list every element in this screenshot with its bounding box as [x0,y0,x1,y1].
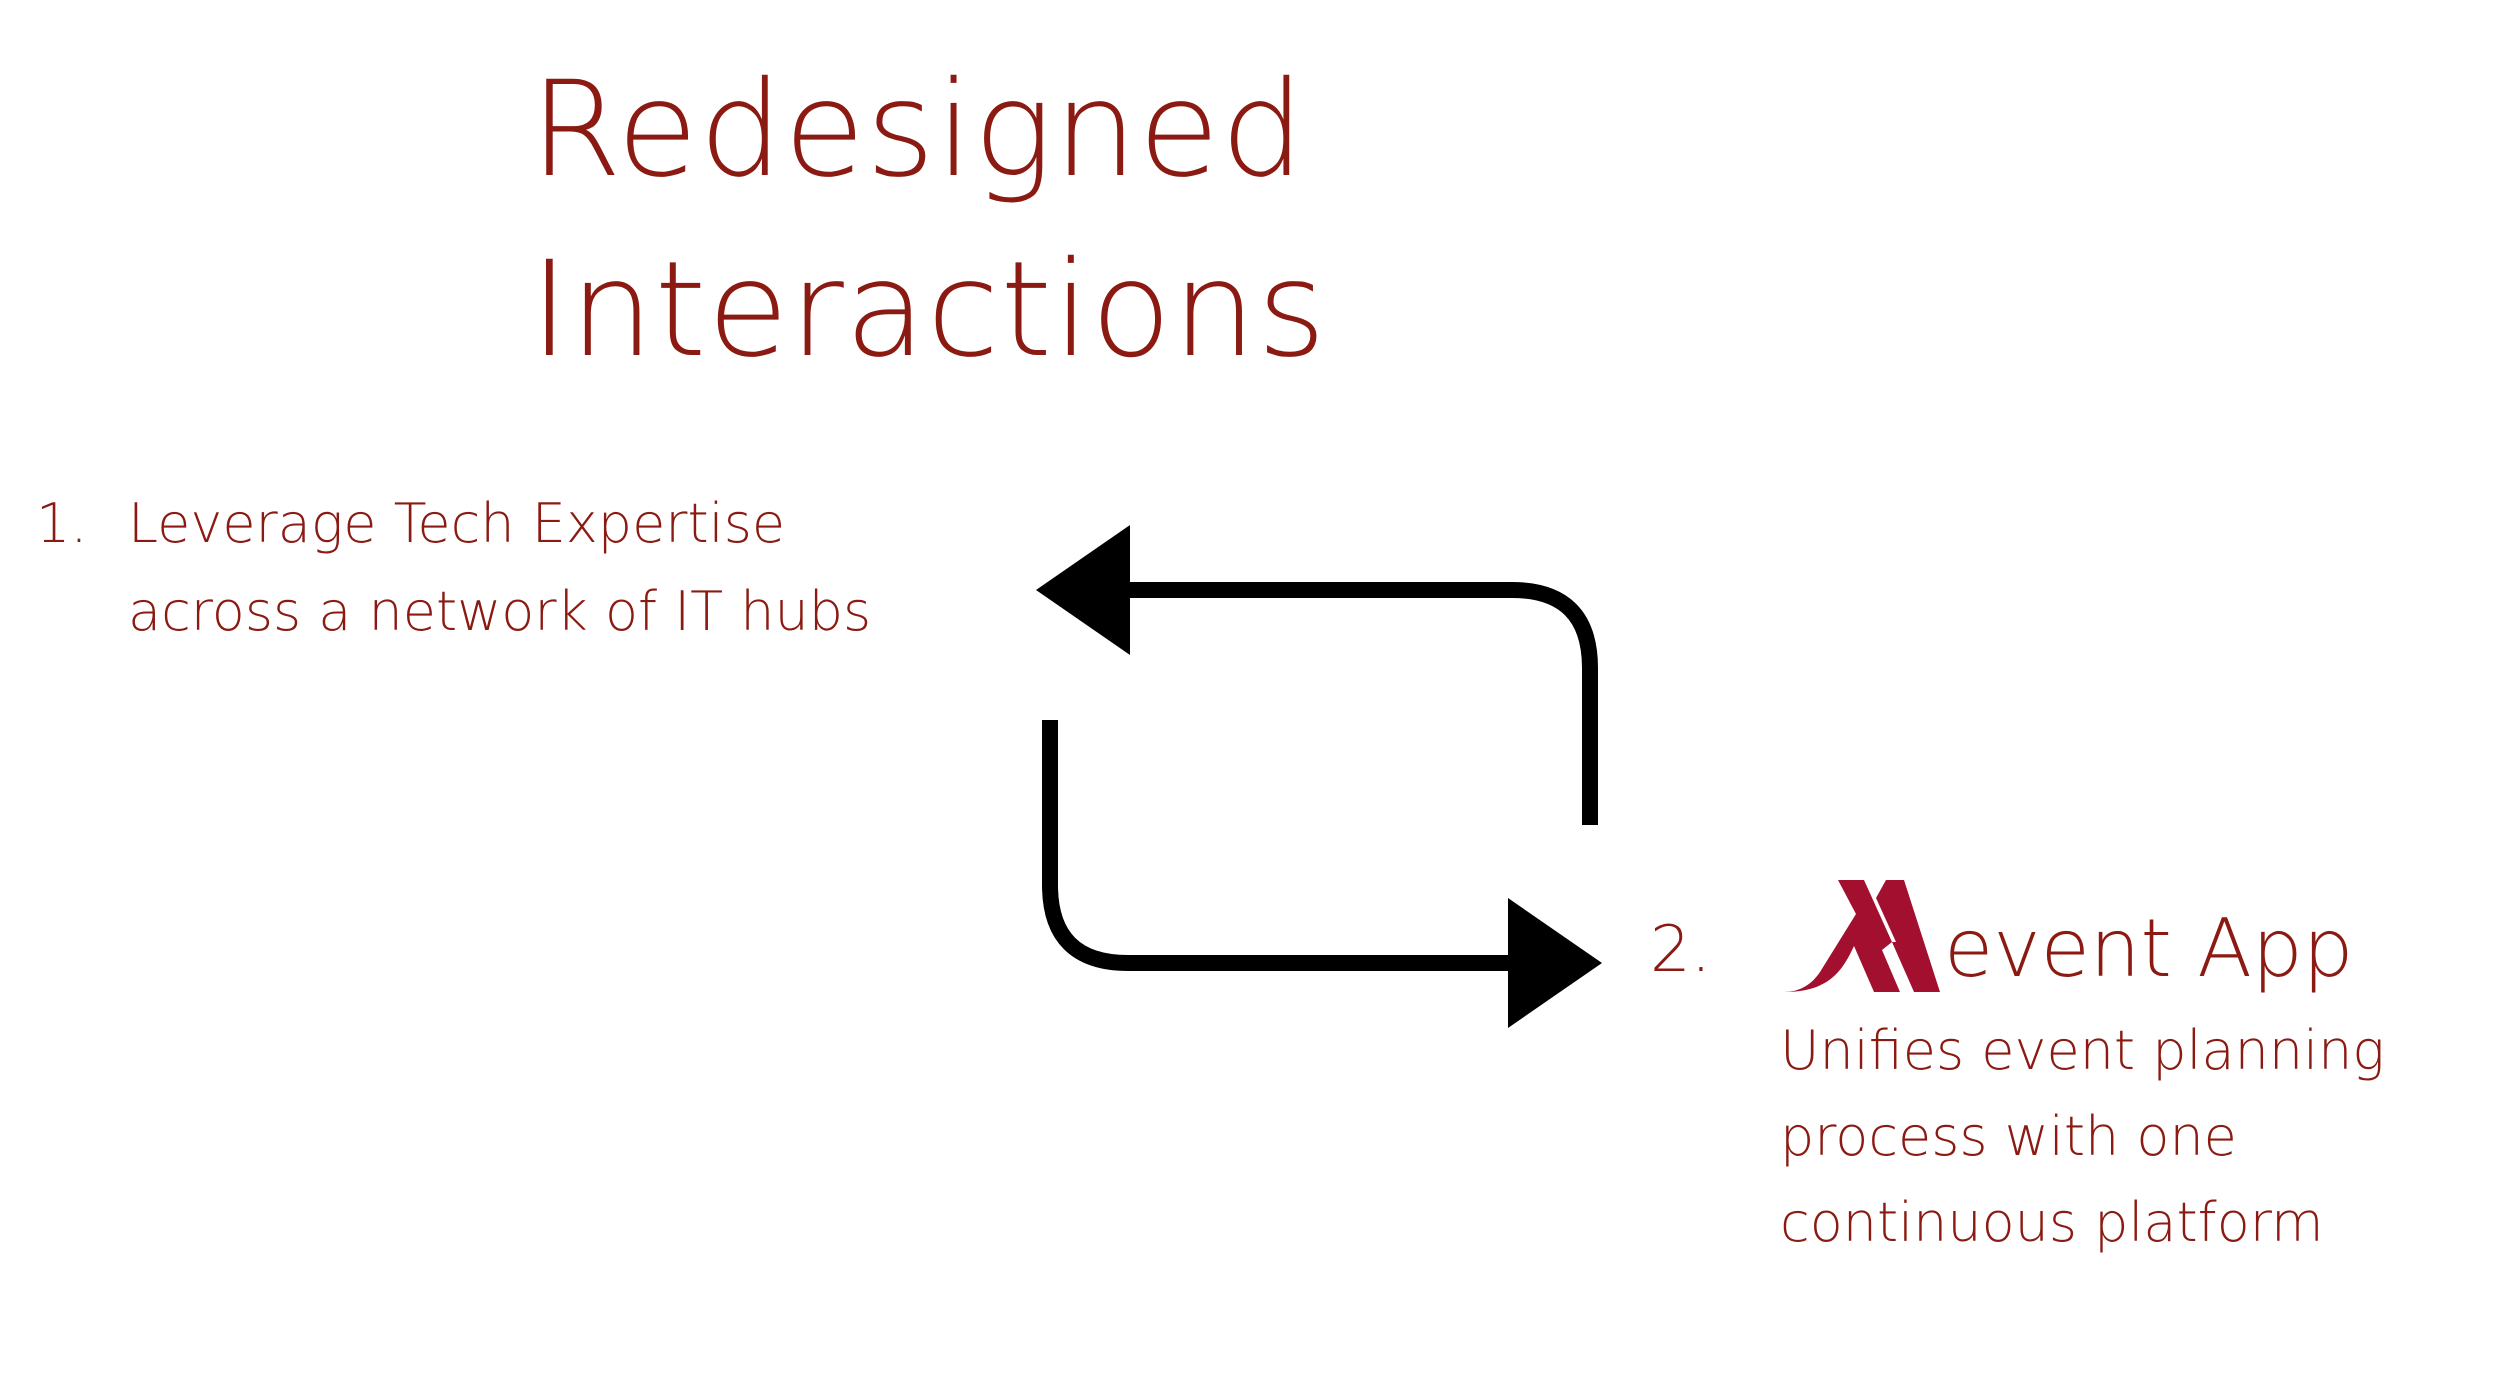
step-1-number: 1. [36,492,88,555]
step-2-line-3: continuous platform [1780,1191,2324,1254]
step-1-line-2: across a network of IT hubs [128,580,872,643]
step-1-text: Leverage Tech Expertise across a network… [128,480,871,656]
arrow-right-icon [1508,898,1602,1028]
step-2-line-1: Unifies event planning [1780,1019,2385,1082]
arrow-left-icon [1036,525,1130,655]
step-1-line-1: Leverage Tech Expertise [128,492,786,555]
marriott-m-logo [1784,880,1940,992]
bottom-arrow-line [1042,720,1512,971]
app-name: event App [1944,902,2354,995]
top-arrow-line [1130,582,1598,825]
step-2-line-2: process with one [1780,1105,2237,1168]
step-2-text: Unifies event planning process with one … [1780,1008,2385,1266]
page-title: Redesigned Interactions [530,53,1327,387]
step-2-number: 2. [1650,913,1712,987]
